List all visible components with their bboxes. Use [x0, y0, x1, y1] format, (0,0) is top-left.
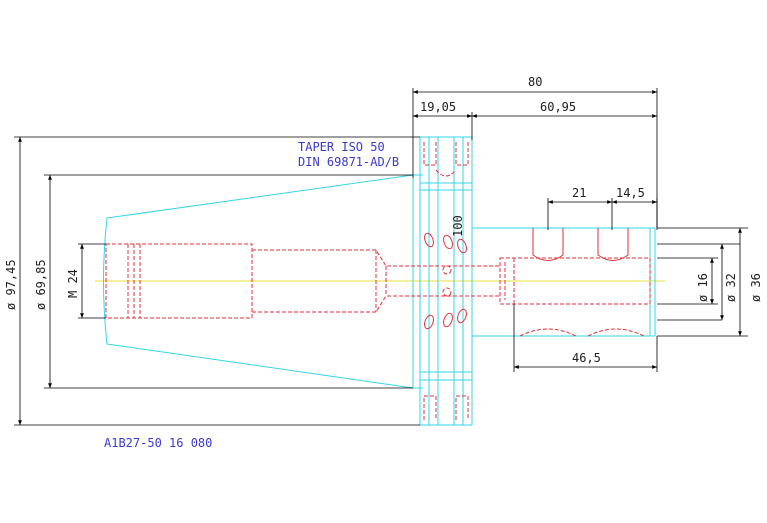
flange	[419, 136, 473, 426]
dimension-lines	[14, 88, 748, 426]
dim-pitch-14-5: 14,5	[616, 186, 645, 200]
dim-dia-16: ø 16	[696, 273, 710, 302]
dim-flange-dia: 100	[451, 215, 465, 237]
dim-flange-length: 19,05	[420, 100, 456, 114]
dim-pitch-21: 21	[572, 186, 586, 200]
dim-dia-36: ø 36	[749, 273, 763, 302]
note-din: DIN 69871-AD/B	[298, 155, 399, 169]
dim-clamp-length: 46,5	[572, 351, 601, 365]
clamp-flats	[519, 228, 645, 337]
taper-body	[103, 174, 423, 389]
dim-dia-32: ø 32	[724, 273, 738, 302]
dim-thread: M 24	[66, 269, 80, 298]
note-taper: TAPER ISO 50	[298, 140, 385, 154]
dim-dia-69-85: ø 69,85	[34, 259, 48, 310]
dim-total-length: 80	[528, 75, 542, 89]
dim-projection-length: 60,95	[540, 100, 576, 114]
note-part-number: A1B27-50 16 080	[104, 436, 212, 450]
internal-bore	[105, 243, 651, 319]
dim-dia-97-45: ø 97,45	[4, 259, 18, 310]
coolant-holes	[424, 232, 467, 330]
